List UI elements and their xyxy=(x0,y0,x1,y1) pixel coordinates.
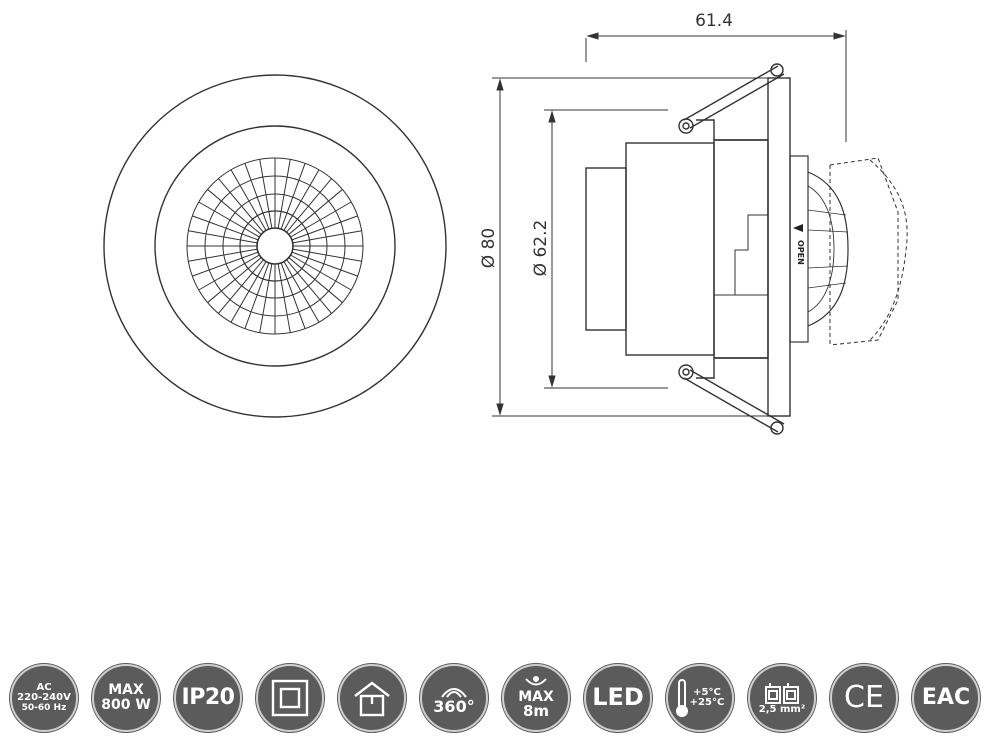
dimension-outer-diameter: Ø 80 xyxy=(479,228,499,268)
house-icon xyxy=(354,681,390,717)
open-label: OPEN xyxy=(796,240,805,265)
lens-spoke xyxy=(288,189,343,235)
outer-ring xyxy=(103,74,447,418)
lens-spoke xyxy=(291,215,358,241)
max-load-badge: MAX 800 W xyxy=(92,664,160,732)
detection-angle-badge: 360° xyxy=(420,664,488,732)
lens-spoke xyxy=(280,163,306,230)
ce-mark-badge: CE xyxy=(830,664,898,732)
rear-cap xyxy=(585,167,627,331)
indoor-use-badge xyxy=(338,664,406,732)
lens-spoke xyxy=(218,259,264,314)
lens-spoke xyxy=(207,257,262,303)
fresnel-lens xyxy=(186,157,364,335)
dimension-depth: 61.4 xyxy=(695,11,733,31)
spec-icons-row: AC 220-240V 50-60 Hz MAX 800 W IP20 360°… xyxy=(10,664,990,734)
temperature-range-badge: +5°C +25°C xyxy=(666,664,734,732)
technical-drawing: OPEN 61.4 Ø 80 Ø 62.2 xyxy=(103,11,908,435)
lens-spoke xyxy=(283,169,320,231)
lens-spoke xyxy=(291,251,358,277)
lens-spoke xyxy=(244,163,270,230)
detection-range-badge: MAX 8m xyxy=(502,664,570,732)
lens-spoke xyxy=(207,189,262,235)
spring-clip-bottom xyxy=(678,364,785,435)
tilted-dome-dashed xyxy=(829,157,908,346)
lens-spoke xyxy=(259,159,273,229)
lens-spoke xyxy=(244,262,270,329)
lens-spoke xyxy=(230,261,267,323)
terminal-block-icon xyxy=(765,682,799,704)
lens-spoke xyxy=(277,159,291,229)
lens-spoke xyxy=(188,248,258,262)
dimension-lines xyxy=(492,30,847,417)
range-waves-icon xyxy=(525,675,547,686)
lens-spoke xyxy=(259,263,273,333)
dimension-cutout-diameter: Ø 62.2 xyxy=(531,220,551,277)
lens-spoke xyxy=(280,262,306,329)
front-view xyxy=(103,74,447,418)
lens-spoke xyxy=(292,230,362,244)
thermometer-icon xyxy=(675,679,688,717)
lens-spoke xyxy=(286,259,332,314)
sensor-dome xyxy=(807,171,849,327)
main-body xyxy=(713,139,769,359)
lens-spoke xyxy=(192,251,259,277)
led-compatible-badge: LED xyxy=(584,664,652,732)
lens-spoke xyxy=(198,201,260,238)
inner-ring xyxy=(154,125,396,367)
lens-spoke xyxy=(288,257,343,303)
lens-spoke xyxy=(277,263,291,333)
spring-clip-top xyxy=(678,63,785,134)
flange xyxy=(767,77,791,417)
detection-waves-icon xyxy=(441,687,467,698)
lens-spoke xyxy=(290,201,352,238)
lens-spoke xyxy=(188,230,258,244)
class-ii-badge xyxy=(256,664,324,732)
lens-spoke xyxy=(230,169,267,231)
ip-rating-badge: IP20 xyxy=(174,664,242,732)
lens-spoke xyxy=(218,178,264,233)
lens-spoke xyxy=(292,248,362,262)
eac-mark-badge: EAC xyxy=(912,664,980,732)
lens-spoke xyxy=(290,254,352,291)
lens-spoke xyxy=(198,254,260,291)
lens-spoke xyxy=(286,178,332,233)
double-square-icon xyxy=(271,679,309,717)
lens-spoke xyxy=(283,261,320,323)
wire-section-badge: 2,5 mm² xyxy=(748,664,816,732)
power-supply-badge: AC 220-240V 50-60 Hz xyxy=(10,664,78,732)
rear-housing xyxy=(625,142,715,356)
lens-spoke xyxy=(192,215,259,241)
side-view xyxy=(585,63,908,435)
